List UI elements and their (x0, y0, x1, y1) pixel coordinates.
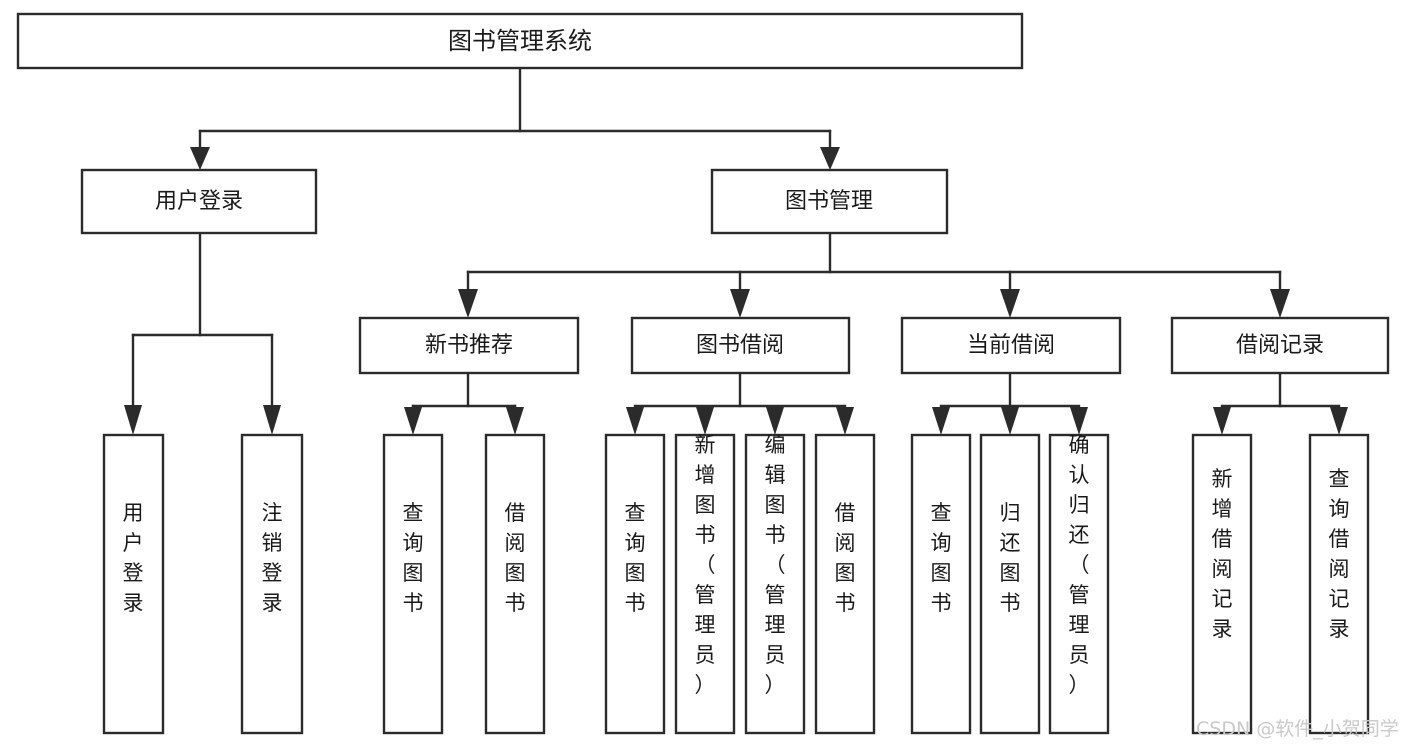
leaf-node-query-book-recommend-box[interactable] (382, 433, 444, 735)
arrow-head-current-borrow (1000, 289, 1020, 318)
node-book-borrow[interactable]: 图书借阅 (630, 316, 851, 375)
arrow-head-leaf-query-book-c (932, 407, 950, 435)
node-book-management-box[interactable] (710, 168, 949, 235)
leaf-node-confirm-return-label: 确认归还（管理员） (1069, 433, 1090, 697)
leaf-node-borrow-book-recommend[interactable]: 借阅图书 (484, 433, 546, 735)
node-new-book-recommend-label: 新书推荐 (425, 333, 513, 358)
leaf-node-confirm-return-box[interactable] (1048, 433, 1110, 735)
leaf-node-query-book-borrow-label: 查询图书 (625, 501, 646, 615)
node-new-book-recommend[interactable]: 新书推荐 (358, 316, 580, 375)
arrow-head-leaf-query-book-a (404, 407, 422, 435)
node-book-management[interactable]: 图书管理 (710, 168, 949, 235)
node-borrow-record-box[interactable] (1170, 316, 1390, 375)
leaf-node-borrow-book-recommend-label: 借阅图书 (505, 501, 526, 615)
leaf-node-borrow-book-label: 借阅图书 (835, 501, 856, 615)
node-user-login-box[interactable] (80, 168, 318, 235)
leaf-node-add-borrow-record[interactable]: 新增借阅记录 (1191, 433, 1253, 735)
node-user-login[interactable]: 用户登录 (80, 168, 318, 235)
leaf-node-query-book-recommend[interactable]: 查询图书 (382, 433, 444, 735)
arrow-head-leaf-return-book (1001, 407, 1019, 435)
leaf-node-user-login-label: 用户登录 (123, 501, 144, 615)
leaf-node-query-book-borrow-box[interactable] (604, 433, 666, 735)
arrow-head-book-borrow (730, 289, 750, 318)
leaf-node-add-borrow-record-box[interactable] (1191, 433, 1253, 735)
leaf-node-edit-book[interactable]: 编辑图书（管理员） (744, 433, 806, 735)
arrow-head-new-book (458, 289, 478, 318)
leaf-node-query-book-recommend-label: 查询图书 (403, 501, 424, 615)
node-borrow-record[interactable]: 借阅记录 (1170, 316, 1390, 375)
leaf-node-logout-label: 注销登录 (262, 501, 283, 615)
node-root-system-box[interactable] (16, 12, 1024, 70)
leaf-node-return-book[interactable]: 归还图书 (979, 433, 1041, 735)
node-book-management-label: 图书管理 (785, 189, 873, 214)
node-root-system-label: 图书管理系统 (448, 27, 592, 55)
leaf-node-query-borrow-record[interactable]: 查询借阅记录 (1308, 433, 1370, 735)
leaf-node-query-borrow-record-box[interactable] (1308, 433, 1370, 735)
arrow-head-leaf-logout (263, 405, 281, 435)
leaf-node-return-book-label: 归还图书 (1000, 501, 1021, 615)
leaf-node-add-book-box[interactable] (674, 433, 736, 735)
leaf-node-logout-box[interactable] (240, 433, 304, 735)
node-user-login-label: 用户登录 (155, 189, 243, 214)
leaf-node-add-book[interactable]: 新增图书（管理员） (674, 433, 736, 735)
leaf-node-edit-book-box[interactable] (744, 433, 806, 735)
leaf-node-logout[interactable]: 注销登录 (240, 433, 304, 735)
leaf-node-borrow-book-recommend-box[interactable] (484, 433, 546, 735)
leaf-node-edit-book-label: 编辑图书（管理员） (765, 433, 786, 697)
leaf-node-query-book-borrow[interactable]: 查询图书 (604, 433, 666, 735)
arrow-head-leaf-borrow-book-b (836, 407, 854, 435)
leaf-node-borrow-book[interactable]: 借阅图书 (814, 433, 876, 735)
leaf-node-add-borrow-record-label: 新增借阅记录 (1212, 467, 1233, 641)
leaf-node-query-book-current[interactable]: 查询图书 (910, 433, 972, 735)
node-current-borrow-box[interactable] (900, 316, 1122, 375)
leaf-node-user-login-box[interactable] (102, 433, 165, 735)
arrow-head-leaf-add-record (1213, 407, 1231, 435)
arrow-head-user-login (190, 147, 210, 170)
leaf-node-return-book-box[interactable] (979, 433, 1041, 735)
leaf-node-query-book-current-label: 查询图书 (931, 501, 952, 615)
node-book-borrow-label: 图书借阅 (696, 333, 784, 358)
csdn-watermark: CSDN @软件_小贺同学 (1196, 718, 1399, 740)
node-borrow-record-label: 借阅记录 (1236, 333, 1324, 358)
node-new-book-recommend-box[interactable] (358, 316, 580, 375)
node-current-borrow-label: 当前借阅 (967, 333, 1055, 358)
arrow-head-leaf-query-book-b (626, 407, 644, 435)
leaf-node-confirm-return[interactable]: 确认归还（管理员） (1048, 433, 1110, 735)
connector-layer (124, 66, 1348, 435)
leaf-node-query-book-current-box[interactable] (910, 433, 972, 735)
leaf-node-user-login[interactable]: 用户登录 (102, 433, 165, 735)
node-current-borrow[interactable]: 当前借阅 (900, 316, 1122, 375)
arrow-head-leaf-edit-book (766, 407, 784, 435)
node-book-borrow-box[interactable] (630, 316, 851, 375)
leaf-node-borrow-book-box[interactable] (814, 433, 876, 735)
arrow-head-leaf-borrow-book-a (506, 407, 524, 435)
arrow-head-leaf-query-record (1330, 407, 1348, 435)
leaf-node-query-borrow-record-label: 查询借阅记录 (1329, 467, 1350, 641)
arrow-head-leaf-add-book (696, 407, 714, 435)
arrow-head-leaf-user-login (124, 405, 142, 435)
node-root-system[interactable]: 图书管理系统 (16, 12, 1024, 70)
arrow-head-borrow-record (1270, 289, 1290, 318)
leaf-node-add-book-label: 新增图书（管理员） (695, 433, 716, 697)
arrow-head-book-mgmt (820, 147, 840, 170)
arrow-head-leaf-confirm-return (1070, 407, 1088, 435)
